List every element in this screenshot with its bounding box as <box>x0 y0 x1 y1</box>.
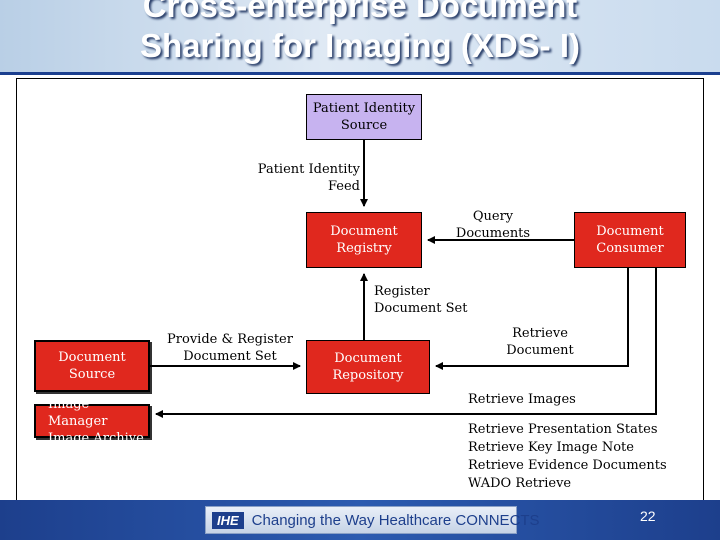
ihe-logo: IHE <box>212 511 244 529</box>
document-repository-label: Document Repository <box>332 351 404 383</box>
retrieve-document-label: Retrieve Document <box>490 325 590 359</box>
patient-identity-feed-label: Patient Identity Feed <box>250 161 360 195</box>
provide-register-label: Provide & Register Document Set <box>160 331 300 365</box>
document-consumer-box: Document Consumer <box>574 212 686 268</box>
image-manager-label: Image Manager Image Archive <box>48 396 144 446</box>
title-underline <box>0 72 720 75</box>
document-registry-box: Document Registry <box>306 212 422 268</box>
query-documents-line-2: Documents <box>455 226 531 241</box>
slide-title: Cross-enterprise Document Sharing for Im… <box>0 0 720 66</box>
retrieve-document-line-1: Retrieve <box>512 326 568 341</box>
image-manager-box: Image Manager Image Archive <box>34 397 150 446</box>
document-source-label: Document Source <box>58 350 126 382</box>
document-consumer-label: Document Consumer <box>596 224 664 256</box>
footer-banner: IHE Changing the Way Healthcare CONNECTS <box>205 506 540 534</box>
register-document-set-line-1: Register <box>374 284 430 299</box>
register-document-set-label: Register Document Set <box>374 283 484 317</box>
title-bar <box>0 0 720 72</box>
page-number: 22 <box>640 508 656 524</box>
provide-register-line-2: Document Set <box>183 349 277 364</box>
retrieve-images-label: Retrieve Images <box>468 392 576 407</box>
register-document-set-line-2: Document Set <box>374 301 468 316</box>
patient-identity-source-box: Patient Identity Source <box>306 94 422 140</box>
retrieve-key-image-note-label: Retrieve Key Image Note <box>468 440 634 455</box>
patient-identity-feed-line-2: Feed <box>327 179 360 194</box>
query-documents-label: Query Documents <box>448 208 538 242</box>
slide-title-line-2: Sharing for Imaging (XDS- I) <box>139 27 580 64</box>
provide-register-line-1: Provide & Register <box>167 332 293 347</box>
document-repository-box: Document Repository <box>306 340 430 394</box>
patient-identity-feed-line-1: Patient Identity <box>257 162 360 177</box>
slide-title-line-1: Cross-enterprise Document <box>142 0 578 24</box>
retrieve-transactions-list: Retrieve Presentation States Retrieve Ke… <box>468 421 688 493</box>
retrieve-evidence-documents-label: Retrieve Evidence Documents <box>468 458 667 473</box>
query-documents-line-1: Query <box>472 209 514 224</box>
retrieve-presentation-states-label: Retrieve Presentation States <box>468 422 658 437</box>
document-registry-label: Document Registry <box>330 224 398 256</box>
wado-retrieve-label: WADO Retrieve <box>468 476 572 491</box>
footer-tagline: Changing the Way Healthcare CONNECTS <box>251 511 540 529</box>
patient-identity-source-label: Patient Identity Source <box>312 101 416 133</box>
document-source-box: Document Source <box>34 340 150 392</box>
retrieve-document-line-2: Document <box>506 343 574 358</box>
